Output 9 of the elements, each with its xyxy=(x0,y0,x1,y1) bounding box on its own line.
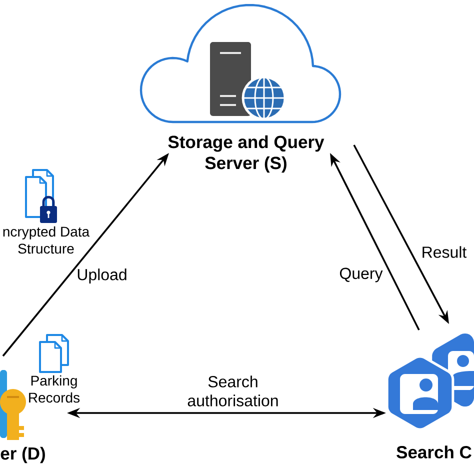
icon-caption: ncrypted Data Structure xyxy=(3,226,90,254)
node-label: er (D) xyxy=(0,446,45,464)
edge-label: Upload xyxy=(78,268,126,284)
edge-label: Query xyxy=(340,268,383,282)
icon-caption: Parking Records xyxy=(29,375,80,403)
edge-label: Search authorisation xyxy=(188,376,278,406)
node-label: Search C xyxy=(396,446,472,458)
node-label: Storage and Query Server (S) xyxy=(168,135,324,173)
edge-label: Result xyxy=(422,246,467,258)
